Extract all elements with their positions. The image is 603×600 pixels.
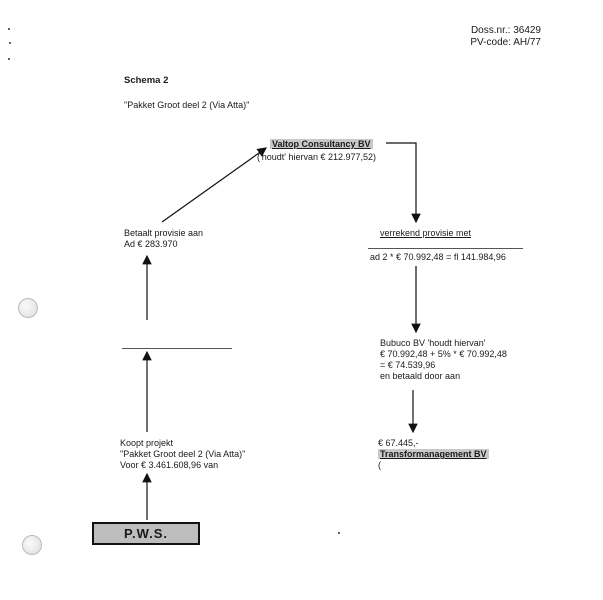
arrow-valtop-to-offset <box>386 142 421 224</box>
offset-calculation: ad 2 * € 70.992,48 = fl 141.984,96 <box>370 252 506 262</box>
right-divider-line <box>368 248 523 249</box>
bubuco-formula: € 70.992,48 + 5% * € 70.992,48 <box>380 349 507 359</box>
bubuco-holds: Bubuco BV 'houdt hiervan' <box>380 338 486 348</box>
transfer-company: Transformanagement BV <box>378 449 489 459</box>
transfer-amount: € 67.445,- <box>378 438 419 448</box>
pays-commission-node: Betaalt provisie aan Ad € 283.970 <box>124 228 203 250</box>
pays-commission-label: Betaalt provisie aan <box>124 228 204 238</box>
punch-hole-bottom <box>22 535 42 555</box>
scan-speck <box>8 28 10 30</box>
punch-hole-top <box>18 298 38 318</box>
offset-commission-label: verrekend provisie met <box>380 228 472 238</box>
schema-subtitle: "Pakket Groot deel 2 (Via Atta)" <box>124 100 250 110</box>
bubuco-paid-to: en betaald door aan <box>380 371 461 381</box>
bubuco-result: = € 74.539,96 <box>380 360 436 370</box>
bubuco-node: Bubuco BV 'houdt hiervan' € 70.992,48 + … <box>380 338 507 382</box>
buys-project-label: Koopt projekt <box>120 438 174 448</box>
valtop-node: Valtop Consultancy BV <box>270 139 373 150</box>
transfer-trailing-mark: ( <box>378 460 381 470</box>
dossier-header: Doss.nr.: 36429 PV-code: AH/77 <box>470 25 541 49</box>
schema-title: Schema 2 <box>124 75 169 86</box>
pays-commission-amount: Ad € 283.970 <box>124 239 178 249</box>
buys-project-amount: Voor € 3.461.608,96 van <box>120 460 219 470</box>
valtop-holds: ('houdt' hiervan € 212.977,52) <box>257 152 377 162</box>
buys-project-node: Koopt projekt "Pakket Groot deel 2 (Via … <box>120 438 245 471</box>
arrow-pays-to-valtop <box>161 147 267 223</box>
scan-speck <box>9 42 11 44</box>
transformanagement-node: € 67.445,- Transformanagement BV ( <box>378 438 489 471</box>
left-divider-line <box>122 348 232 349</box>
valtop-name: Valtop Consultancy BV <box>270 139 373 149</box>
dossier-number: Doss.nr.: 36429 <box>470 25 541 36</box>
scan-speck <box>8 58 10 60</box>
pws-box: P.W.S. <box>92 522 200 545</box>
pv-code: PV-code: AH/77 <box>470 37 541 48</box>
scan-speck <box>338 532 340 534</box>
buys-project-name: "Pakket Groot deel 2 (Via Atta)" <box>120 449 246 459</box>
